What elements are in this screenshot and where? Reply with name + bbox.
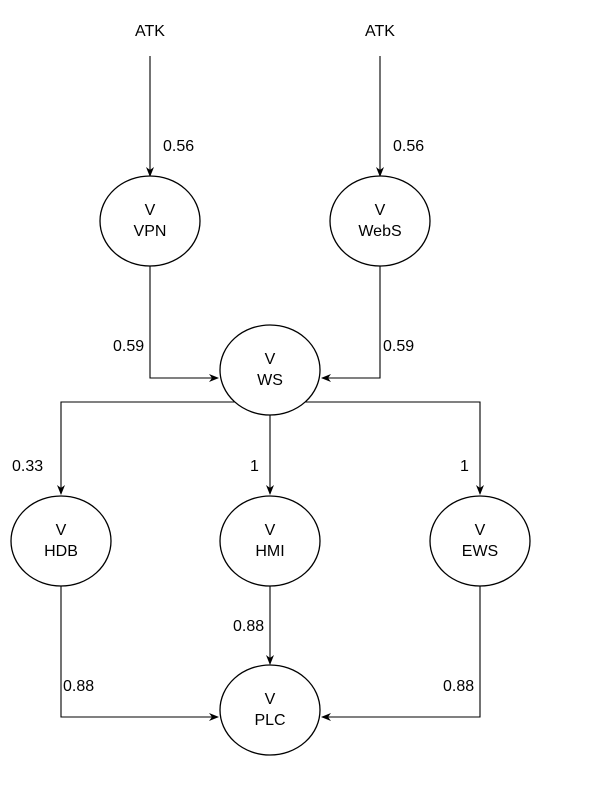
node-ws-line1: V bbox=[265, 351, 276, 368]
edge-weight-webs-ws: 0.59 bbox=[383, 338, 414, 355]
node-vpn-line2: VPN bbox=[134, 223, 167, 240]
edge-weight-atk1-vpn: 0.56 bbox=[163, 138, 194, 155]
edge-weight-ws-ews: 1 bbox=[460, 458, 469, 475]
edge-weight-vpn-ws: 0.59 bbox=[113, 338, 144, 355]
node-ws-circle bbox=[219, 324, 321, 416]
edge-vpn-ws bbox=[149, 266, 219, 382]
node-webs-circle bbox=[329, 175, 431, 267]
node-ws: V WS bbox=[219, 324, 321, 416]
edge-weight-hdb-plc: 0.88 bbox=[63, 678, 94, 695]
node-plc: V PLC bbox=[219, 664, 321, 756]
node-vpn-circle bbox=[99, 175, 201, 267]
node-webs-line2: WebS bbox=[358, 223, 401, 240]
node-plc-circle bbox=[219, 664, 321, 756]
source-label-atk-left: ATK bbox=[135, 23, 165, 40]
edge-weight-atk2-webs: 0.56 bbox=[393, 138, 424, 155]
node-hmi-line2: HMI bbox=[255, 543, 284, 560]
node-hdb: V HDB bbox=[10, 495, 112, 587]
node-hmi-line1: V bbox=[265, 522, 276, 539]
edge-hdb-plc bbox=[60, 586, 219, 721]
node-ews: V EWS bbox=[429, 495, 531, 587]
node-hdb-line1: V bbox=[56, 522, 67, 539]
edge-weight-hmi-plc: 0.88 bbox=[233, 618, 264, 635]
node-plc-line2: PLC bbox=[254, 712, 285, 729]
node-ews-line1: V bbox=[475, 522, 486, 539]
edge-weight-ews-plc: 0.88 bbox=[443, 678, 474, 695]
source-label-atk-right: ATK bbox=[365, 23, 395, 40]
edge-weight-ws-hdb: 0.33 bbox=[12, 458, 43, 475]
node-vpn-line1: V bbox=[145, 202, 156, 219]
node-ws-line2: WS bbox=[257, 372, 283, 389]
node-plc-line1: V bbox=[265, 691, 276, 708]
edge-ews-plc bbox=[321, 586, 481, 721]
edge-weight-ws-hmi: 1 bbox=[250, 458, 259, 475]
edge-webs-ws bbox=[321, 266, 381, 382]
node-ews-line2: EWS bbox=[462, 543, 498, 560]
node-hmi-circle bbox=[219, 495, 321, 587]
node-webs-line1: V bbox=[375, 202, 386, 219]
node-webs: V WebS bbox=[329, 175, 431, 267]
node-hmi: V HMI bbox=[219, 495, 321, 587]
edge-ws-hdb bbox=[57, 401, 270, 495]
node-vpn: V VPN bbox=[99, 175, 201, 267]
edges bbox=[57, 56, 484, 721]
node-hdb-line2: HDB bbox=[44, 543, 78, 560]
edge-ws-ews bbox=[270, 401, 484, 495]
node-ews-circle bbox=[429, 495, 531, 587]
node-hdb-circle bbox=[10, 495, 112, 587]
